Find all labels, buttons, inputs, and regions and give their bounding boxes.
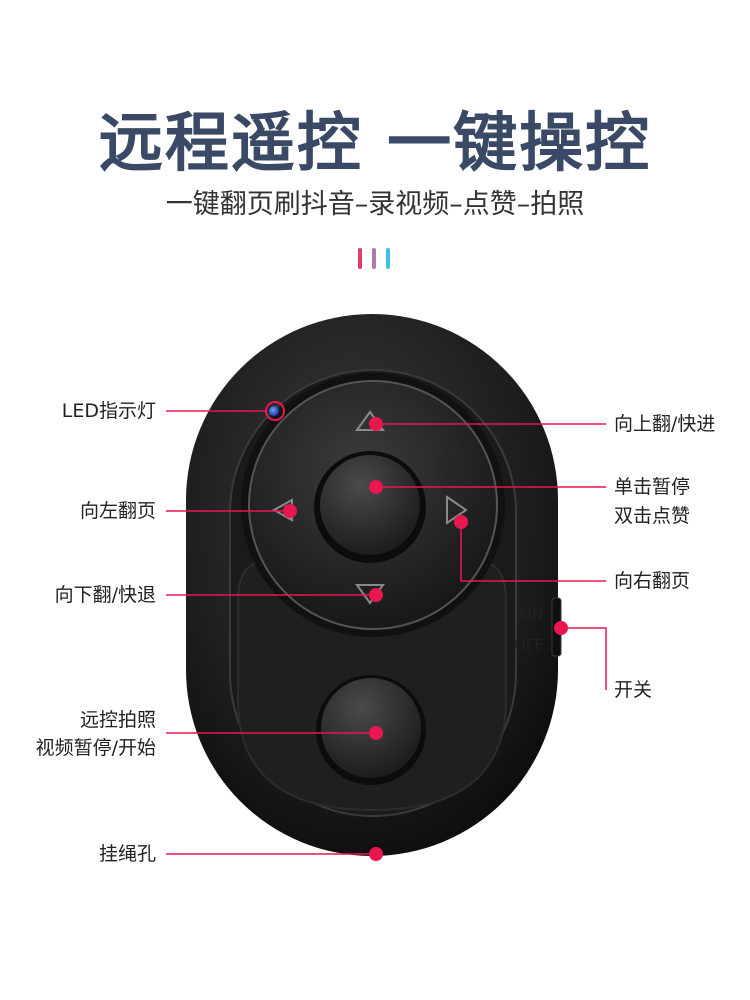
label-center-2: 双击点赞 <box>614 505 691 527</box>
bar-blue <box>386 248 390 269</box>
label-shutter-2: 视频暂停/开始 <box>35 737 156 759</box>
label-switch: 开关 <box>614 679 653 701</box>
led-indicator <box>269 406 279 416</box>
label-center-1: 单击暂停 <box>614 476 691 498</box>
headline: 远程遥控 一键操控 <box>98 107 652 181</box>
switch-off-label: OFF <box>514 636 544 654</box>
center-button[interactable] <box>320 455 420 555</box>
callout-lines <box>166 410 607 855</box>
right-arrow-icon <box>446 495 468 525</box>
shutter-button[interactable] <box>321 678 421 778</box>
label-led: LED指示灯 <box>61 400 156 422</box>
decorative-bars <box>356 248 396 270</box>
callout-dots <box>283 417 568 861</box>
label-up: 向上翻/快进 <box>614 413 716 435</box>
subheadline: 一键翻页刷抖音–录视频–点赞–拍照 <box>165 189 585 220</box>
bar-purple <box>372 248 376 269</box>
label-down: 向下翻/快退 <box>54 584 156 606</box>
switch-on-label: ON <box>520 604 544 622</box>
bar-pink <box>358 248 362 269</box>
label-shutter-1: 远控拍照 <box>79 709 156 731</box>
label-left: 向左翻页 <box>79 500 156 522</box>
label-right: 向右翻页 <box>614 570 691 592</box>
label-lanyard: 挂绳孔 <box>98 843 156 865</box>
